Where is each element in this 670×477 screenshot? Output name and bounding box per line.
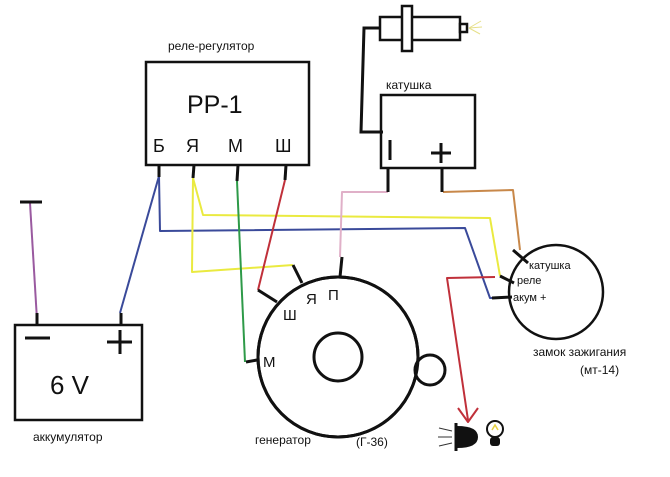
ignition-caption: замок зажигания: [533, 345, 626, 359]
wire-blue-battery-relay: [119, 175, 160, 314]
wire-green-relay-generator: [236, 180, 246, 363]
battery-plus: [107, 330, 132, 354]
wire-red-relay-generator: [257, 179, 286, 291]
relay-terminal-b: Б: [153, 136, 165, 156]
headlight-icon: [438, 423, 478, 451]
relay-caption: реле-регулятор: [168, 39, 255, 53]
generator-terminal-p: П: [328, 287, 339, 304]
relay-regulator: реле-регулятор РР-1 Б Я М Ш: [144, 39, 311, 167]
relay-box: [144, 60, 311, 167]
bulb-icon: [486, 420, 504, 446]
generator-model: (Г-36): [356, 435, 388, 449]
ignition-terminal-relay: реле: [517, 275, 541, 287]
relay-model: РР-1: [187, 91, 243, 119]
relay-terminal-ya: Я: [186, 136, 199, 156]
relay-terminal-m: М: [228, 136, 243, 156]
wire-red-ignition-headlight: [446, 276, 496, 421]
generator-terminal-m: М: [263, 354, 276, 371]
ignition-terminal-battery: акум +: [513, 292, 546, 304]
wire-pink-coil-generator: [339, 191, 388, 258]
battery-box: [13, 323, 144, 422]
generator-pulley: [413, 353, 447, 387]
ignition-body: [507, 243, 605, 341]
relay-terminal-sh: Ш: [275, 136, 292, 156]
wire-purple-ground: [29, 202, 38, 321]
ignition-coil: катушка: [379, 78, 477, 170]
coil-box: [379, 93, 477, 170]
arrow-head: [457, 407, 479, 423]
ignition-model: (мт-14): [580, 363, 619, 377]
ignition-terminal-coil: катушка: [529, 260, 571, 272]
wire-yellow-relay-generator: [191, 177, 294, 273]
generator-caption: генератор: [255, 433, 311, 447]
generator-terminal-ya: Я: [306, 291, 317, 308]
battery: 6 V аккумулятор: [13, 323, 144, 444]
battery-caption: аккумулятор: [33, 430, 103, 444]
ignition-switch: катушка реле акум + замок зажигания (мт-…: [507, 243, 626, 377]
spark-plug-icon: [378, 4, 483, 53]
wire-orange-coil-ignition: [442, 189, 521, 251]
generator: Ш Я П М генератор (Г-36): [255, 275, 447, 449]
battery-voltage: 6 V: [50, 370, 90, 400]
coil-terminal-plus: [431, 143, 451, 163]
generator-terminal-sh: Ш: [283, 307, 297, 324]
coil-caption: катушка: [386, 78, 432, 92]
wire-yellow-relay-ignition: [192, 177, 501, 277]
generator-shaft: [312, 331, 364, 383]
